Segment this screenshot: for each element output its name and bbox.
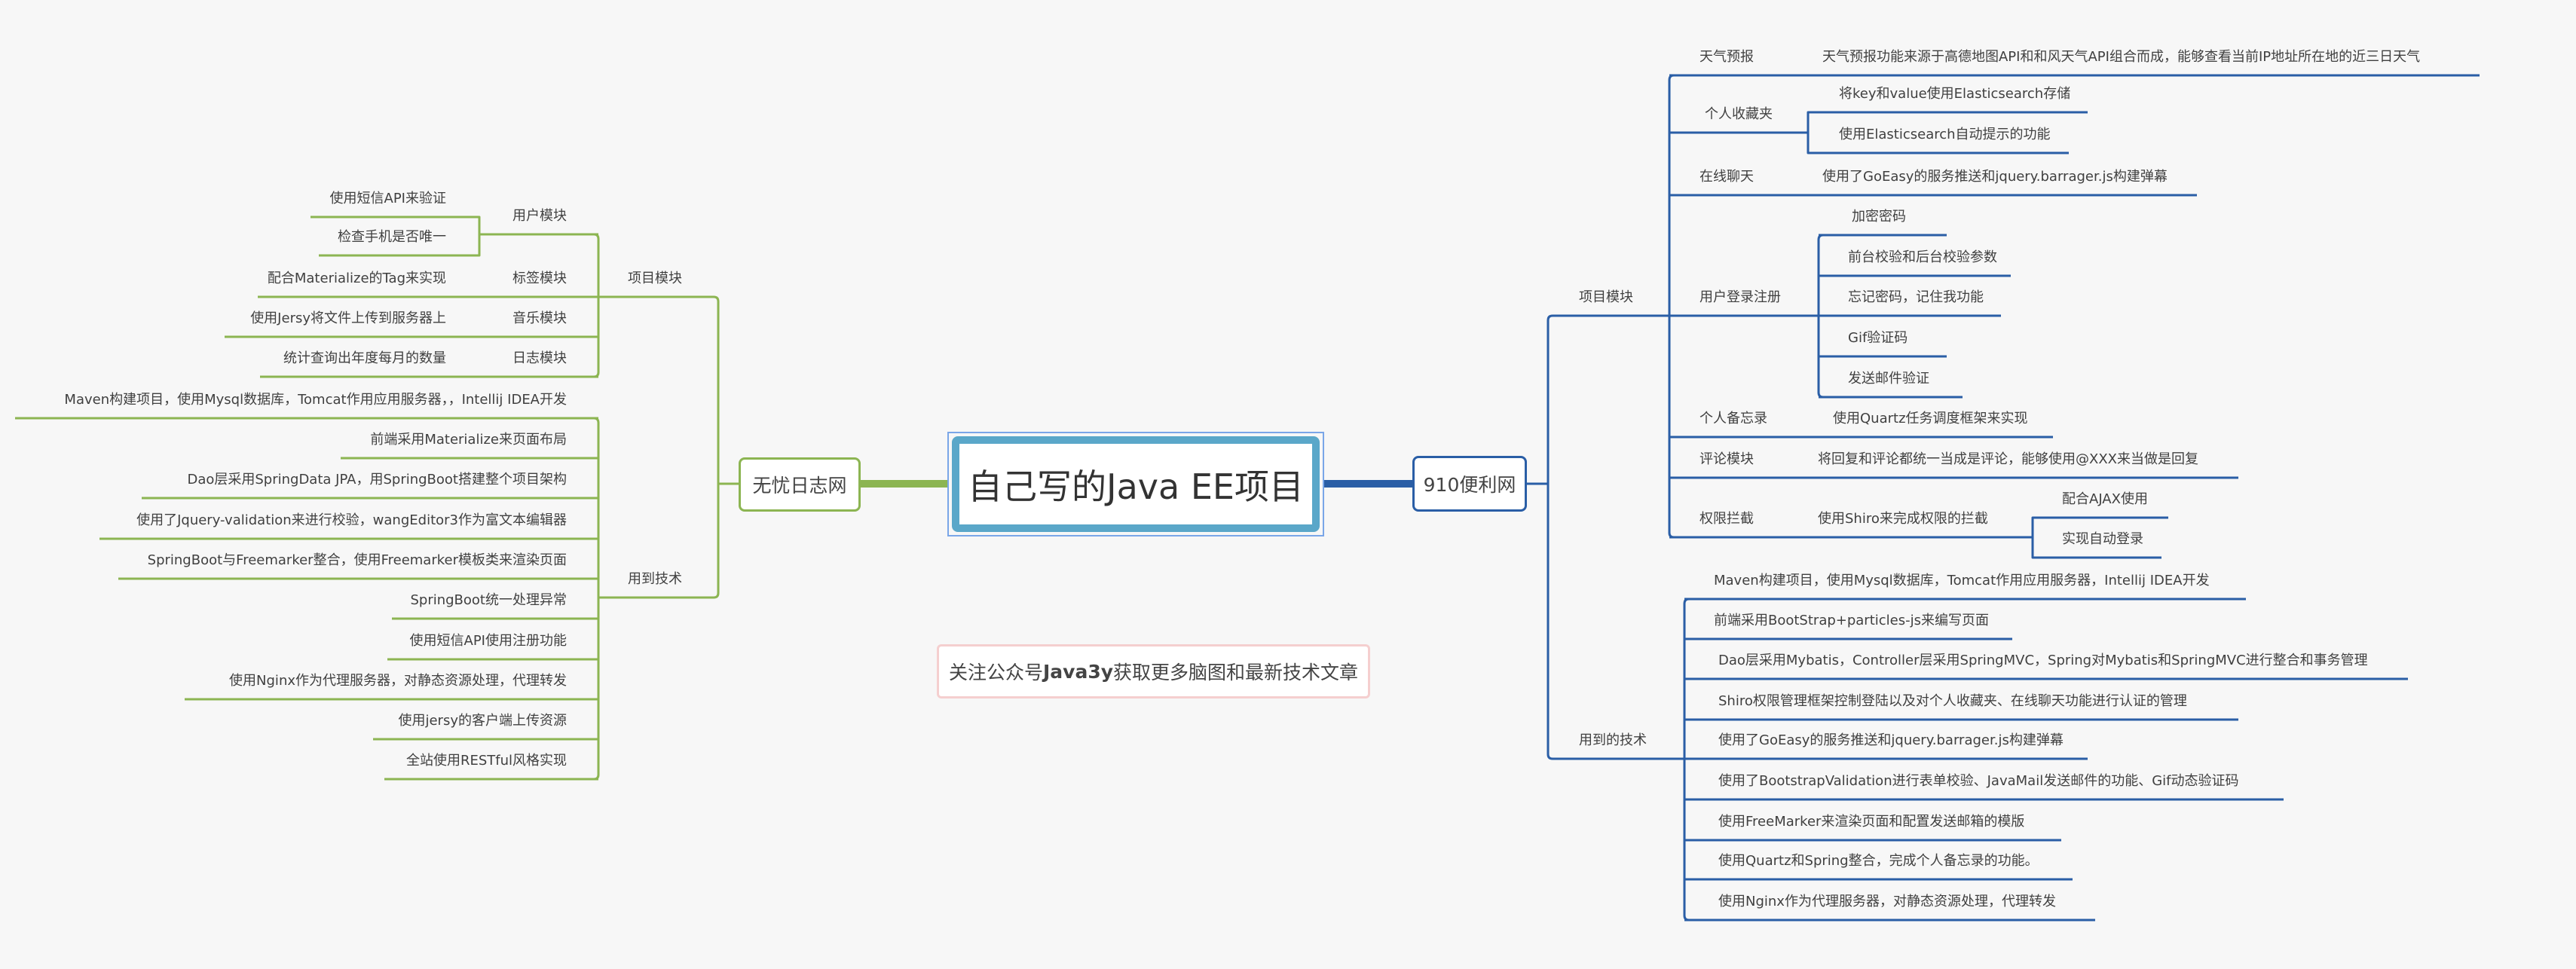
right-module-detail[interactable]: 天气预报功能来源于高德地图API和和风天气API组合而成，能够查看当前IP地址所… xyxy=(1822,49,2421,65)
right-tech-branch xyxy=(1547,320,1684,760)
left-tech-item-3[interactable]: 使用了Jquery-validation来进行校验，wangEditor3作为富… xyxy=(136,512,567,528)
right-modules-spine xyxy=(1668,74,1675,539)
central-topic-label: 自己写的Java EE项目 xyxy=(968,466,1304,507)
left-tech-spine xyxy=(593,417,600,781)
left-tech-label[interactable]: 用到技术 xyxy=(628,571,682,587)
login-child-1[interactable]: 前台校验和后台校验参数 xyxy=(1848,249,1997,265)
right-tech-item-8[interactable]: 使用Nginx作为代理服务器，对静态资源处理，代理转发 xyxy=(1718,894,2056,909)
right-tech-item-4[interactable]: 使用了GoEasy的服务推送和jquery.barrager.js构建弹幕 xyxy=(1718,732,2064,748)
left-module-2[interactable]: 音乐模块 xyxy=(512,310,567,326)
note-highlight: Java3y xyxy=(1042,660,1114,683)
right-tech-item-6[interactable]: 使用FreeMarker来渲染页面和配置发送邮箱的模版 xyxy=(1718,814,2025,830)
note-suffix: 获取更多脑图和最新技术文章 xyxy=(1113,662,1359,683)
login-child-3[interactable]: Gif验证码 xyxy=(1848,330,1908,346)
right-module-5[interactable]: 评论模块 xyxy=(1699,451,1754,467)
right-module-3[interactable]: 用户登录注册 xyxy=(1699,289,1781,305)
right-module-detail[interactable]: 使用Quartz任务调度框架来实现 xyxy=(1833,411,2028,426)
right-module-0[interactable]: 天气预报 xyxy=(1699,49,1754,65)
right-module-detail[interactable]: 使用了GoEasy的服务推送和jquery.barrager.js构建弹幕 xyxy=(1822,169,2168,185)
right-tech-item-3[interactable]: Shiro权限管理框架控制登陆以及对个人收藏夹、在线聊天功能进行认证的管理 xyxy=(1718,693,2187,709)
right-modules-branch xyxy=(1547,314,1669,321)
user-child-line xyxy=(319,234,481,257)
user-child-1[interactable]: 检查手机是否唯一 xyxy=(338,229,446,245)
login-child-0[interactable]: 加密密码 xyxy=(1852,209,1906,225)
left-module-3[interactable]: 日志模块 xyxy=(512,350,567,366)
left-module-detail[interactable]: 配合Materialize的Tag来实现 xyxy=(267,271,446,286)
left-module-0[interactable]: 用户模块 xyxy=(512,208,567,224)
right-module-2[interactable]: 在线聊天 xyxy=(1699,169,1754,185)
left-tech-item-8[interactable]: 使用jersy的客户端上传资源 xyxy=(398,713,567,729)
main-topic-wuyou-label: 无忧日志网 xyxy=(752,475,847,497)
left-tech-branch xyxy=(598,301,720,599)
favorites-child-1[interactable]: 使用Elasticsearch自动提示的功能 xyxy=(1839,127,2051,142)
left-tech-item-1[interactable]: 前端采用Materialize来页面布局 xyxy=(370,432,567,448)
left-tech-item-9[interactable]: 全站使用RESTful风格实现 xyxy=(405,753,567,769)
note-prefix: 关注公众号 xyxy=(948,662,1043,683)
user-child-line xyxy=(311,216,481,234)
right-tech-item-0[interactable]: Maven构建项目，使用Mysql数据库，Tomcat作用应用服务器，Intel… xyxy=(1714,573,2210,588)
permission-child-line xyxy=(2031,516,2168,537)
left-tech-item-2[interactable]: Dao层采用SpringData JPA，用SpringBoot搭建整个项目架构 xyxy=(187,472,567,488)
favorites-child-line xyxy=(1807,133,2069,154)
right-tech-item-1[interactable]: 前端采用BootStrap+particles-js来编写页面 xyxy=(1714,613,1989,628)
right-tech-label[interactable]: 用到的技术 xyxy=(1579,732,1647,748)
left-module-1[interactable]: 标签模块 xyxy=(512,271,567,286)
main-topic-wuyou[interactable]: 无忧日志网 xyxy=(739,457,861,512)
left-module-detail[interactable]: 统计查询出年度每月的数量 xyxy=(283,350,446,366)
right-modules-label[interactable]: 项目模块 xyxy=(1579,289,1633,305)
left-tech-item-4[interactable]: SpringBoot与Freemarker整合，使用Freemarker模板类来… xyxy=(147,552,567,568)
right-module-1[interactable]: 个人收藏夹 xyxy=(1705,106,1773,122)
central-topic[interactable]: 自己写的Java EE项目 xyxy=(947,432,1324,536)
right-module-detail[interactable]: 将回复和评论都统一当成是评论，能够使用@XXX来当做是回复 xyxy=(1818,451,2198,467)
left-modules-spine xyxy=(593,233,600,378)
left-modules-branch xyxy=(598,295,720,302)
left-tech-item-5[interactable]: SpringBoot统一处理异常 xyxy=(410,592,567,608)
favorites-child-line xyxy=(1807,111,2088,133)
left-module-detail[interactable]: 使用Jersy将文件上传到服务器上 xyxy=(250,310,446,326)
left-tech-item-6[interactable]: 使用短信API使用注册功能 xyxy=(409,633,567,649)
permission-child-0[interactable]: 配合AJAX使用 xyxy=(2062,491,2148,507)
right-module-6[interactable]: 权限拦截 xyxy=(1699,511,1754,527)
right-tech-item-7[interactable]: 使用Quartz和Spring整合，完成个人备忘录的功能。 xyxy=(1718,853,2039,869)
left-tech-item-0[interactable]: Maven构建项目，使用Mysql数据库，Tomcat作用应用服务器，，Inte… xyxy=(64,392,567,408)
permission-child-line xyxy=(2031,537,2161,559)
right-module-detail[interactable]: 使用Shiro来完成权限的拦截 xyxy=(1818,511,1988,527)
main-topic-910-label: 910便利网 xyxy=(1423,474,1516,496)
login-child-2[interactable]: 忘记密码，记住我功能 xyxy=(1848,289,1984,305)
permission-child-1[interactable]: 实现自动登录 xyxy=(2062,531,2143,547)
login-child-4[interactable]: 发送邮件验证 xyxy=(1848,371,1929,387)
right-tech-item-5[interactable]: 使用了BootstrapValidation进行表单校验、JavaMail发送邮… xyxy=(1718,773,2239,789)
left-modules-label[interactable]: 项目模块 xyxy=(628,271,682,286)
left-tech-item-7[interactable]: 使用Nginx作为代理服务器，对静态资源处理，代理转发 xyxy=(229,673,567,689)
right-tech-item-2[interactable]: Dao层采用Mybatis，Controller层采用SpringMVC，Spr… xyxy=(1718,653,2368,668)
user-child-0[interactable]: 使用短信API来验证 xyxy=(329,191,446,206)
favorites-child-0[interactable]: 将key和value使用Elasticsearch存储 xyxy=(1839,86,2071,102)
main-topic-910[interactable]: 910便利网 xyxy=(1412,456,1527,512)
right-module-4[interactable]: 个人备忘录 xyxy=(1699,411,1767,426)
